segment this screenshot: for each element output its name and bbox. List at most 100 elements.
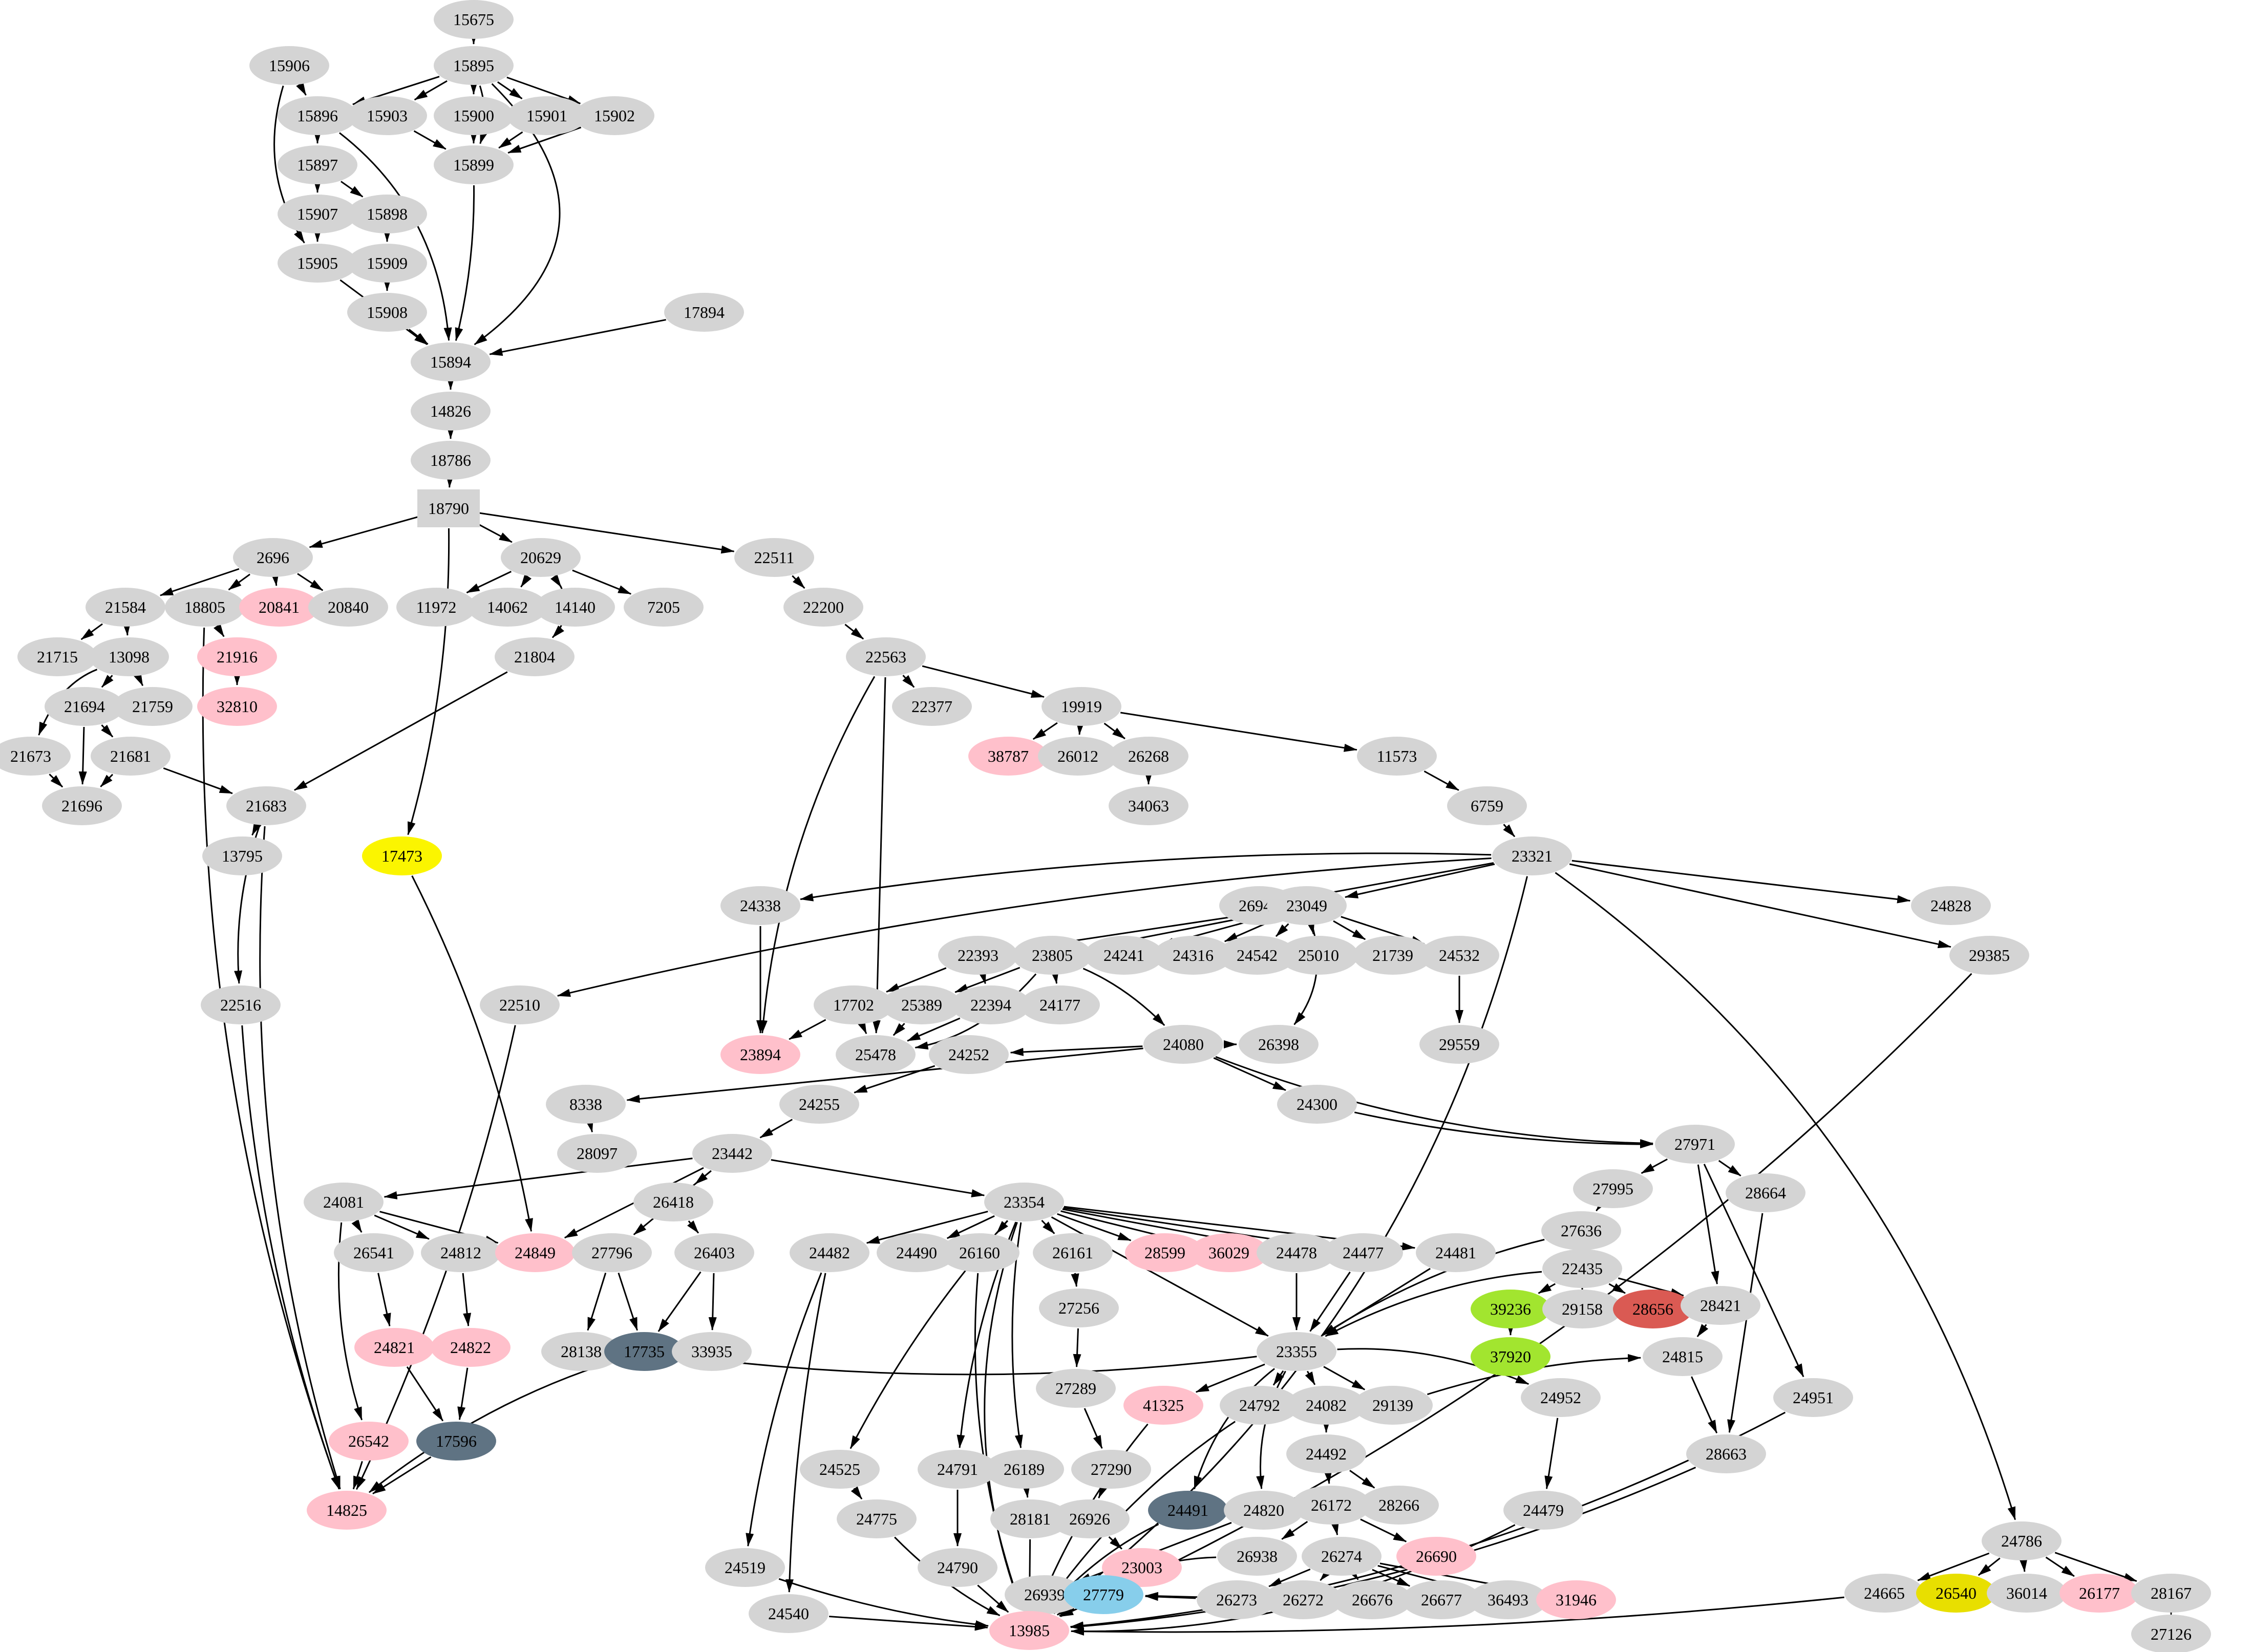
graph-node-2696[interactable]: 2696 <box>233 538 313 577</box>
graph-node-23355[interactable]: 23355 <box>1257 1332 1336 1371</box>
graph-node-8338[interactable]: 8338 <box>546 1085 626 1124</box>
graph-node-24482[interactable]: 24482 <box>790 1233 869 1272</box>
graph-node-17894[interactable]: 17894 <box>664 293 744 332</box>
graph-node-23442[interactable]: 23442 <box>692 1134 772 1173</box>
graph-node-17473[interactable]: 17473 <box>362 836 442 875</box>
graph-node-26540[interactable]: 26540 <box>1916 1574 1996 1613</box>
graph-node-38787[interactable]: 38787 <box>968 737 1048 776</box>
graph-node-24790[interactable]: 24790 <box>918 1548 997 1587</box>
graph-node-24786[interactable]: 24786 <box>1982 1521 2062 1560</box>
graph-node-21696[interactable]: 21696 <box>42 786 122 825</box>
graph-node-15898[interactable]: 15898 <box>347 195 427 233</box>
graph-node-37920[interactable]: 37920 <box>1471 1337 1550 1376</box>
graph-node-36014[interactable]: 36014 <box>1987 1574 2067 1613</box>
graph-node-11573[interactable]: 11573 <box>1357 737 1437 776</box>
graph-node-21916[interactable]: 21916 <box>197 637 277 676</box>
graph-node-21804[interactable]: 21804 <box>495 637 575 676</box>
graph-node-36493[interactable]: 36493 <box>1468 1580 1548 1619</box>
graph-node-24255[interactable]: 24255 <box>779 1085 859 1124</box>
graph-node-21683[interactable]: 21683 <box>226 786 306 825</box>
graph-node-24481[interactable]: 24481 <box>1416 1233 1496 1272</box>
graph-node-20841[interactable]: 20841 <box>239 588 319 627</box>
graph-node-26403[interactable]: 26403 <box>674 1233 754 1272</box>
graph-node-26398[interactable]: 26398 <box>1239 1025 1319 1064</box>
graph-node-6759[interactable]: 6759 <box>1447 786 1527 825</box>
graph-node-24665[interactable]: 24665 <box>1844 1574 1924 1613</box>
graph-node-41325[interactable]: 41325 <box>1123 1386 1203 1425</box>
graph-node-24177[interactable]: 24177 <box>1020 985 1100 1024</box>
graph-node-15906[interactable]: 15906 <box>249 46 329 85</box>
graph-node-15907[interactable]: 15907 <box>278 195 357 233</box>
graph-node-39236[interactable]: 39236 <box>1471 1290 1550 1328</box>
graph-node-24080[interactable]: 24080 <box>1143 1025 1223 1064</box>
graph-node-19919[interactable]: 19919 <box>1042 687 1121 726</box>
graph-node-27779[interactable]: 27779 <box>1064 1575 1143 1614</box>
graph-node-15908[interactable]: 15908 <box>347 293 427 332</box>
graph-node-23805[interactable]: 23805 <box>1012 936 1092 975</box>
graph-node-26541[interactable]: 26541 <box>334 1233 414 1272</box>
graph-node-14140[interactable]: 14140 <box>535 588 615 627</box>
graph-node-24491[interactable]: 24491 <box>1148 1491 1228 1530</box>
graph-node-27636[interactable]: 27636 <box>1541 1211 1621 1250</box>
graph-node-24081[interactable]: 24081 <box>304 1183 384 1221</box>
graph-node-15896[interactable]: 15896 <box>278 96 357 135</box>
graph-node-22511[interactable]: 22511 <box>734 538 814 577</box>
graph-node-27796[interactable]: 27796 <box>572 1233 652 1272</box>
graph-node-26177[interactable]: 26177 <box>2059 1574 2139 1613</box>
graph-node-15675[interactable]: 15675 <box>434 0 514 39</box>
graph-node-17596[interactable]: 17596 <box>416 1422 496 1461</box>
graph-node-28097[interactable]: 28097 <box>557 1134 637 1173</box>
graph-node-26012[interactable]: 26012 <box>1038 737 1118 776</box>
graph-node-28664[interactable]: 28664 <box>1726 1173 1805 1212</box>
graph-node-26690[interactable]: 26690 <box>1396 1537 1476 1576</box>
graph-node-23321[interactable]: 23321 <box>1492 836 1572 875</box>
graph-node-26542[interactable]: 26542 <box>329 1422 409 1461</box>
graph-node-26189[interactable]: 26189 <box>984 1450 1064 1489</box>
graph-node-27290[interactable]: 27290 <box>1071 1450 1151 1489</box>
graph-node-23049[interactable]: 23049 <box>1267 886 1347 925</box>
graph-node-34063[interactable]: 34063 <box>1109 786 1188 825</box>
graph-node-24812[interactable]: 24812 <box>421 1233 501 1272</box>
graph-node-15905[interactable]: 15905 <box>278 244 357 283</box>
graph-node-13098[interactable]: 13098 <box>89 637 169 676</box>
graph-node-14826[interactable]: 14826 <box>411 392 491 431</box>
graph-node-18805[interactable]: 18805 <box>165 588 245 627</box>
graph-node-24338[interactable]: 24338 <box>720 886 800 925</box>
graph-node-29559[interactable]: 29559 <box>1419 1025 1499 1064</box>
graph-node-21715[interactable]: 21715 <box>17 637 97 676</box>
graph-node-23354[interactable]: 23354 <box>984 1183 1064 1221</box>
graph-node-15897[interactable]: 15897 <box>278 145 357 184</box>
graph-node-24477[interactable]: 24477 <box>1323 1233 1403 1272</box>
graph-node-27995[interactable]: 27995 <box>1573 1169 1653 1208</box>
graph-node-22200[interactable]: 22200 <box>783 588 863 627</box>
graph-node-26418[interactable]: 26418 <box>633 1183 713 1221</box>
graph-node-26676[interactable]: 26676 <box>1332 1580 1412 1619</box>
graph-node-7205[interactable]: 7205 <box>624 588 704 627</box>
graph-node-24300[interactable]: 24300 <box>1277 1085 1357 1124</box>
graph-node-20840[interactable]: 20840 <box>308 588 388 627</box>
graph-node-24525[interactable]: 24525 <box>800 1450 880 1489</box>
graph-node-15899[interactable]: 15899 <box>434 145 514 184</box>
graph-node-33935[interactable]: 33935 <box>672 1332 752 1371</box>
graph-node-25478[interactable]: 25478 <box>836 1035 916 1074</box>
graph-node-27289[interactable]: 27289 <box>1036 1369 1116 1408</box>
graph-node-15894[interactable]: 15894 <box>411 342 491 381</box>
graph-node-24252[interactable]: 24252 <box>929 1035 1009 1074</box>
graph-node-23894[interactable]: 23894 <box>720 1035 800 1074</box>
graph-node-28421[interactable]: 28421 <box>1681 1286 1760 1325</box>
graph-node-26938[interactable]: 26938 <box>1217 1537 1297 1576</box>
graph-node-24479[interactable]: 24479 <box>1503 1491 1583 1530</box>
graph-node-24822[interactable]: 24822 <box>431 1328 511 1367</box>
graph-node-15903[interactable]: 15903 <box>347 96 427 135</box>
graph-node-27126[interactable]: 27126 <box>2131 1615 2211 1652</box>
graph-node-24519[interactable]: 24519 <box>705 1548 785 1587</box>
graph-node-24532[interactable]: 24532 <box>1419 936 1499 975</box>
graph-node-22435[interactable]: 22435 <box>1542 1249 1622 1288</box>
graph-node-28167[interactable]: 28167 <box>2131 1574 2211 1613</box>
graph-node-24241[interactable]: 24241 <box>1084 936 1164 975</box>
graph-node-14825[interactable]: 14825 <box>307 1491 387 1530</box>
graph-node-17702[interactable]: 17702 <box>814 985 894 1024</box>
graph-node-22394[interactable]: 22394 <box>951 985 1031 1024</box>
graph-node-29385[interactable]: 29385 <box>1949 936 2029 975</box>
graph-node-31946[interactable]: 31946 <box>1536 1580 1616 1619</box>
